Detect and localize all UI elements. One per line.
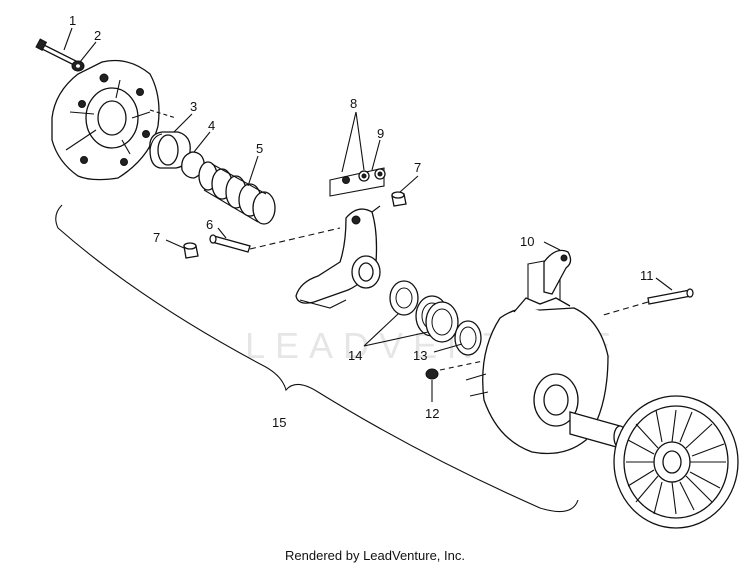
callout-3: 3 [190, 99, 197, 114]
bracket-part-10 [527, 249, 572, 307]
callout-7-left: 7 [153, 230, 160, 245]
pin-part-11 [599, 288, 694, 317]
cover-part [51, 59, 177, 181]
callout-5: 5 [256, 141, 263, 156]
callout-10: 10 [520, 234, 534, 249]
spring-part-5 [198, 161, 276, 225]
spider-arm-part [295, 205, 381, 309]
bushing-part-3 [149, 131, 191, 169]
assembly-bracket [55, 204, 579, 513]
leader-lines [63, 27, 673, 402]
callout-8: 8 [350, 96, 357, 111]
callout-4: 4 [208, 118, 215, 133]
callouts: 1 2 3 4 5 6 7 7 8 9 10 11 12 13 14 15 [69, 13, 654, 430]
callout-6: 6 [206, 217, 213, 232]
snap-ring-part-4 [181, 151, 205, 179]
washers-part-8-9 [329, 167, 386, 197]
ring-part-13 [454, 320, 482, 356]
nut-part-2 [71, 60, 85, 72]
washers-part-14 [389, 280, 459, 343]
footer-credit: Rendered by LeadVenture, Inc. [285, 548, 465, 563]
bolt-part-1 [35, 38, 79, 67]
callout-13: 13 [413, 348, 427, 363]
callout-15: 15 [272, 415, 286, 430]
callout-9: 9 [377, 126, 384, 141]
roller-part-7-left [183, 242, 199, 259]
fixed-sheave-part [613, 395, 739, 529]
callout-7-right: 7 [414, 160, 421, 175]
callout-1: 1 [69, 13, 76, 28]
pin-part-6 [209, 227, 341, 253]
callout-2: 2 [94, 28, 101, 43]
roller-part-7-right [391, 191, 407, 207]
nut-part-12 [425, 359, 489, 380]
callout-14: 14 [348, 348, 362, 363]
callout-12: 12 [425, 406, 439, 421]
callout-11: 11 [640, 268, 654, 283]
